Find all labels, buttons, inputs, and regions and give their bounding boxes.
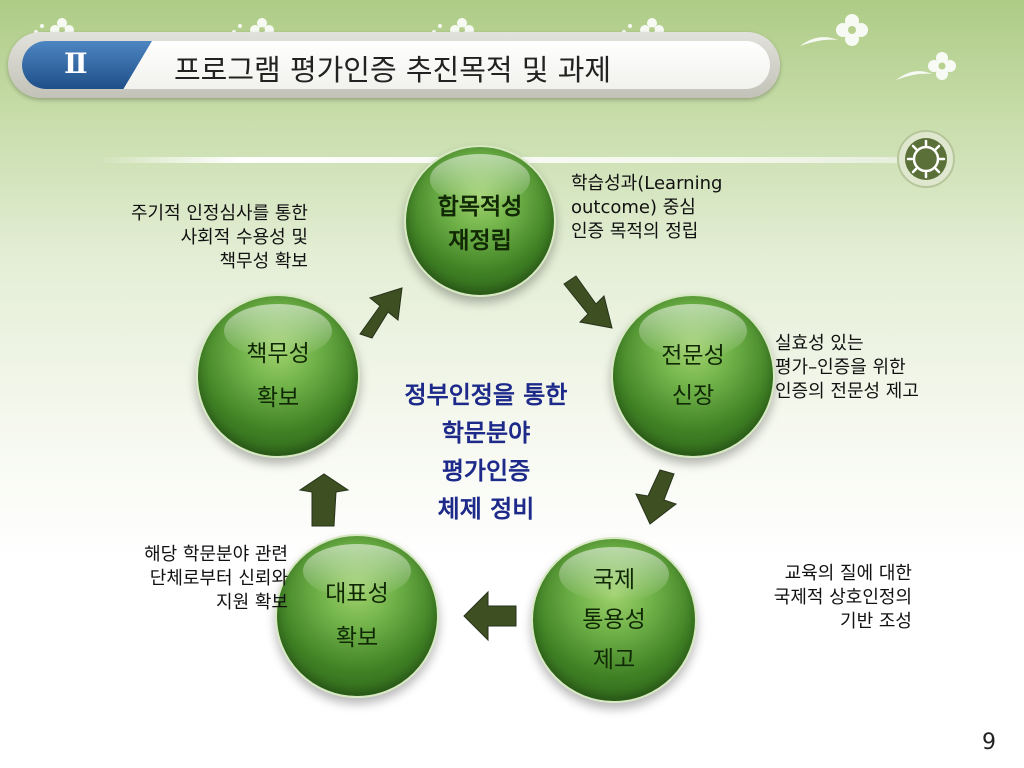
arrow-left-icon (463, 590, 517, 642)
arrow-up-left-icon (298, 473, 350, 527)
header-inner: Ⅱ 프로그램 평가인증 추진목적 및 과제 (22, 41, 770, 89)
page-title: 프로그램 평가인증 추진목적 및 과제 (174, 53, 612, 87)
center-line-1: 정부인정을 통한 (404, 380, 568, 409)
section-numeral: Ⅱ (64, 47, 88, 80)
node-international-line-2: 통용성 (582, 607, 646, 633)
node-representation: 대표성 확보 (275, 534, 439, 698)
note-top-left-line-2: 사회적 수용성 및 (180, 227, 308, 248)
note-right-line-1: 실효성 있는 (775, 333, 864, 354)
note-top-right-line-1: 학습성과(Learning (571, 173, 723, 194)
note-bottom-left-line-3: 지원 확보 (216, 592, 288, 613)
node-accountability-line-2: 확보 (256, 385, 300, 411)
header-bar: Ⅱ 프로그램 평가인증 추진목적 및 과제 (8, 32, 780, 98)
node-purpose-line-1: 합목적성 (437, 193, 523, 220)
note-bottom-left-line-2: 단체로부터 신뢰와 (149, 568, 288, 589)
node-international-line-1: 국제 (592, 567, 636, 593)
note-top-left: 주기적 인정심사를 통한 사회적 수용성 및 책무성 확보 (30, 202, 308, 274)
arrow-down-left-icon (635, 469, 678, 525)
note-bottom-left-line-1: 해당 학문분야 관련 (144, 544, 288, 565)
note-top-right-line-3: 인증 목적의 정립 (571, 221, 699, 242)
node-international-line-3: 제고 (592, 647, 636, 673)
note-right-line-2: 평가–인증을 위한 (775, 357, 906, 378)
center-goal-text: 정부인정을 통한 학문분야 평가인증 체제 정비 (366, 376, 606, 528)
note-right: 실효성 있는 평가–인증을 위한 인증의 전문성 제고 (775, 332, 919, 404)
note-top-right: 학습성과(Learning outcome) 중심 인증 목적의 정립 (571, 172, 722, 244)
center-line-2: 학문분야 (441, 418, 531, 447)
arrow-up-right-icon (359, 287, 403, 339)
center-line-4: 체제 정비 (437, 494, 535, 523)
page-number: 9 (982, 730, 996, 755)
note-bottom-right-line-1: 교육의 질에 대한 (784, 563, 912, 584)
note-right-line-3: 인증의 전문성 제고 (775, 381, 919, 402)
center-line-3: 평가인증 (441, 456, 531, 485)
note-top-left-line-3: 책무성 확보 (219, 251, 308, 272)
node-representation-line-2: 확보 (335, 625, 379, 651)
node-expertise-line-2: 신장 (671, 383, 715, 409)
node-representation-line-1: 대표성 (325, 581, 389, 607)
node-accountability-line-1: 책무성 (246, 341, 310, 367)
node-accountability: 책무성 확보 (196, 294, 360, 458)
node-purpose: 합목적성 재정립 (404, 145, 556, 297)
note-bottom-right-line-3: 기반 조성 (840, 611, 912, 632)
note-bottom-right-line-2: 국제적 상호인정의 (773, 587, 912, 608)
node-expertise-line-1: 전문성 (661, 343, 725, 369)
node-purpose-line-2: 재정립 (448, 227, 512, 254)
note-top-left-line-1: 주기적 인정심사를 통한 (130, 203, 308, 224)
note-top-right-line-2: outcome) 중심 (571, 197, 696, 218)
node-international: 국제 통용성 제고 (531, 537, 697, 703)
node-expertise: 전문성 신장 (611, 294, 775, 458)
arrow-down-right-icon (563, 275, 613, 329)
note-bottom-right: 교육의 질에 대한 국제적 상호인정의 기반 조성 (700, 562, 912, 634)
note-bottom-left: 해당 학문분야 관련 단체로부터 신뢰와 지원 확보 (60, 543, 288, 615)
gear-icon (897, 130, 955, 188)
